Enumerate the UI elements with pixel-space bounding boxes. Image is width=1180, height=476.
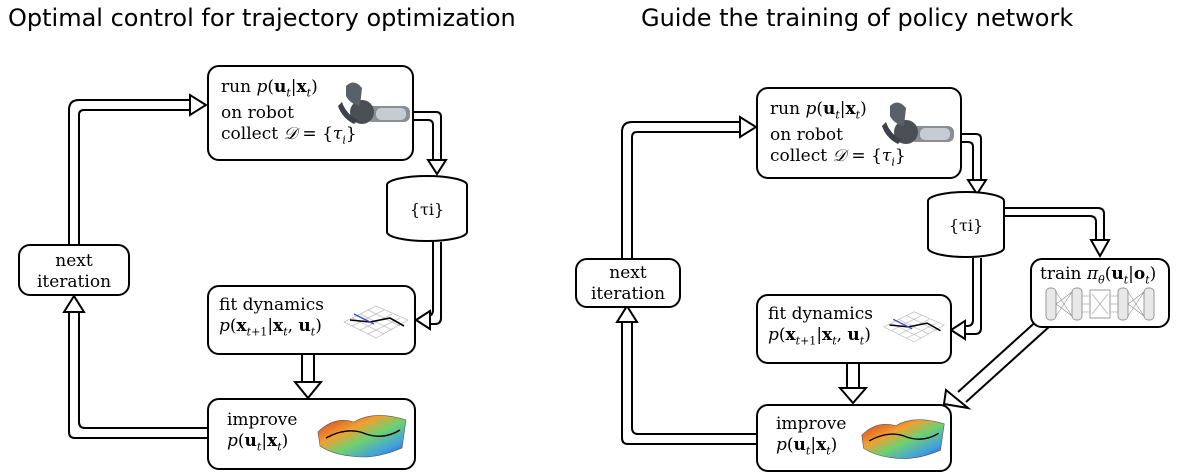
- right-panel-title: Guide the training of policy network: [641, 4, 1074, 32]
- right-store-to-train-arrow: [1004, 207, 1111, 259]
- right-improve-label: improve: [776, 414, 847, 434]
- right-loop-arrow: [615, 115, 758, 445]
- right-fit-dynamics-box: fit dynamics p(xt+1|xt, ut): [756, 294, 952, 364]
- right-robot-arm-icon: [882, 102, 954, 144]
- left-loop-arrow: [62, 93, 208, 439]
- cost-surface-icon: [317, 415, 407, 458]
- right-improve-policy-box: improve p(ut|xt): [756, 404, 952, 472]
- dynamics-formula: p(xt+1|xt, ut): [219, 316, 322, 339]
- next-iteration-box: next iteration: [18, 244, 130, 296]
- right-dynamics-plot-icon: [883, 311, 945, 343]
- fit-dynamics-box: fit dynamics p(xt+1|xt, ut): [207, 285, 416, 355]
- left-trajectory-store: [386, 175, 468, 242]
- right-run-to-store-arrow: [962, 133, 988, 196]
- policy-formula: p(ut|xt): [227, 431, 289, 454]
- right-cost-surface-icon: [861, 419, 945, 459]
- right-trajectory-store: [927, 191, 1005, 258]
- collect-line: collect 𝒟 = {τi}: [221, 124, 357, 147]
- right-trajectory-store-label: {τi}: [948, 216, 984, 235]
- right-fit-dynamics-label: fit dynamics: [768, 304, 873, 324]
- right-next-label: next: [609, 263, 647, 283]
- robot-arm-icon: [338, 82, 410, 124]
- train-line: train πθ(ut|ot): [1040, 264, 1157, 287]
- run-policy-box: run p(ut|xt) on robot collect 𝒟 = {τi}: [207, 65, 414, 161]
- left-panel-title: Optimal control for trajectory optimizat…: [8, 4, 516, 32]
- trajectory-store-label: {τi}: [409, 200, 445, 219]
- left-fit-to-improve-arrow: [292, 355, 324, 400]
- right-collect-line: collect 𝒟 = {τi}: [770, 146, 906, 169]
- left-store-to-fit-arrow: [414, 242, 442, 331]
- neural-network-icon: [1045, 287, 1155, 321]
- right-next-iteration-box: next iteration: [575, 258, 681, 308]
- right-train-to-improve-arrow: [942, 317, 1051, 410]
- right-policy-formula: p(ut|xt): [776, 435, 838, 458]
- next-label: next: [55, 251, 93, 271]
- fit-dynamics-label: fit dynamics: [219, 295, 324, 315]
- right-fit-to-improve-arrow: [837, 364, 869, 405]
- dynamics-plot-icon: [343, 305, 409, 339]
- on-robot-line: on robot: [221, 103, 294, 124]
- run-line: run p(ut|xt): [221, 77, 318, 100]
- left-run-to-store-arrow: [414, 111, 448, 176]
- right-store-to-fit-arrow: [949, 258, 982, 341]
- iteration-label: iteration: [36, 272, 112, 292]
- right-iteration-label: iteration: [590, 284, 666, 304]
- right-run-line: run p(ut|xt): [770, 99, 867, 122]
- improve-label: improve: [227, 410, 298, 430]
- right-dynamics-formula: p(xt+1|xt, ut): [768, 325, 871, 348]
- right-on-robot-line: on robot: [770, 125, 843, 146]
